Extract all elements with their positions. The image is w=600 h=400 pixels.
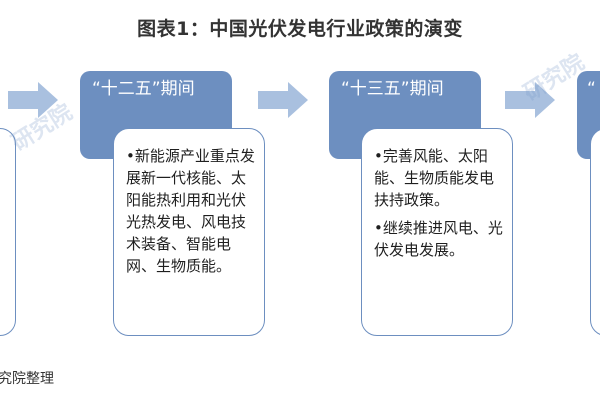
arrow-right-icon xyxy=(8,82,58,118)
stage-panel-partial-right xyxy=(590,128,600,336)
arrow-right-icon xyxy=(258,82,308,118)
arrow-right-icon xyxy=(505,82,555,118)
stage-panel-12th-five-year: •新能源产业重点发展新一代核能、太阳能热利用和光伏光热发电、风电技术装备、智能电… xyxy=(113,128,265,336)
policy-item: •新能源产业重点发展新一代核能、太阳能热利用和光伏光热发电、风电技术装备、智能电… xyxy=(126,147,255,275)
policy-item: •继续推进风电、光伏发电发展。 xyxy=(374,219,503,259)
stage-panel-13th-five-year: •完善风能、太阳能、生物质能发电扶持政策。 •继续推进风电、光伏发电发展。 xyxy=(361,128,513,336)
policy-item: •完善风能、太阳能、生物质能发电扶持政策。 xyxy=(374,147,495,209)
stage-panel-partial-left xyxy=(0,128,16,336)
source-note: 究院整理 xyxy=(0,371,54,387)
chart-title: 图表1：中国光伏发电行业政策的演变 xyxy=(137,18,463,40)
